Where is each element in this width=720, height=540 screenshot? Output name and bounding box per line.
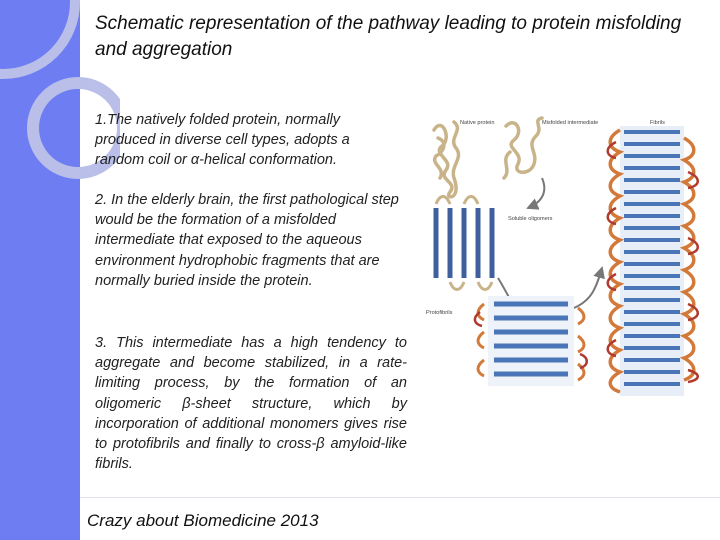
arrow-misfolded-to-oligomer [528, 178, 544, 208]
paragraph-3: 3. This intermediate has a high tendency… [95, 333, 407, 474]
bottom-divider [80, 497, 720, 498]
label-native-protein: Native protein [460, 120, 495, 126]
label-protofibrils: Protofibrils [426, 310, 453, 316]
label-fibrils: Fibrils [650, 120, 665, 126]
soluble-oligomers-illustration [436, 197, 492, 290]
label-misfolded-intermediate: Misfolded intermediate [542, 120, 598, 126]
decorative-ring-top [0, 0, 75, 74]
misfolded-intermediate-illustration [504, 118, 542, 178]
footer-text: Crazy about Biomedicine 2013 [87, 511, 319, 531]
paragraph-2: 2. In the elderly brain, the first patho… [95, 190, 405, 291]
label-soluble-oligomers: Soluble oligomers [508, 216, 553, 222]
footer: Crazy about Biomedicine 2013 [80, 509, 340, 540]
slide-title: Schematic representation of the pathway … [95, 11, 695, 63]
paragraph-1: 1.The natively folded protein, normally … [95, 110, 400, 171]
aggregation-pathway-figure: Native protein Misfolded intermediate So… [424, 108, 716, 396]
native-protein-illustration [434, 122, 459, 197]
fibrils-illustration [608, 126, 698, 396]
arrow-protofibril-to-fibril [574, 268, 602, 308]
protofibrils-illustration [475, 296, 587, 386]
